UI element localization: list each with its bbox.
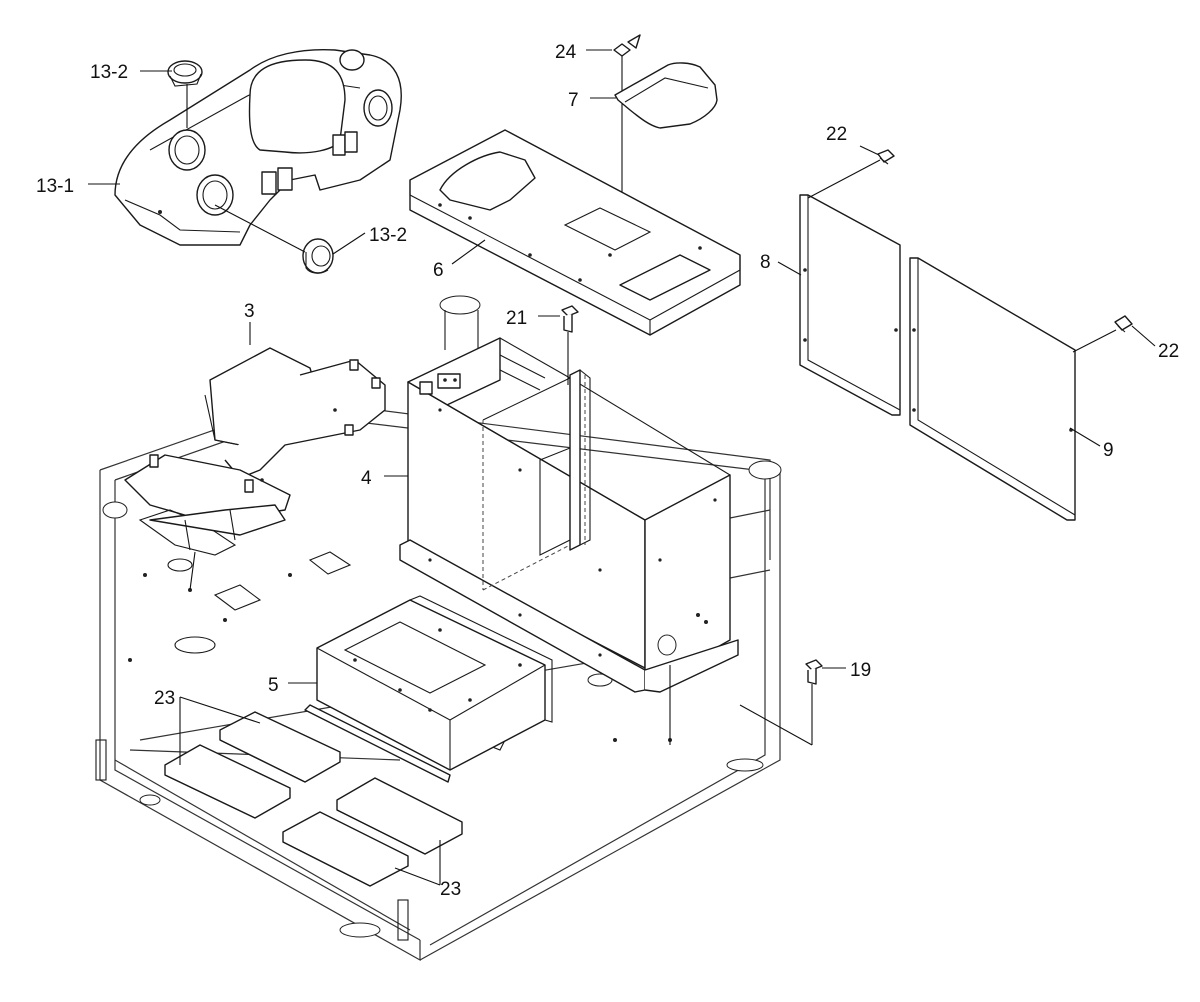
callout-7: 7	[568, 90, 579, 111]
callout-23-top: 23	[154, 688, 175, 709]
bolt-top	[877, 149, 895, 165]
callout-13-1: 13-1	[36, 176, 74, 197]
cover-plate	[614, 62, 718, 129]
callout-3: 3	[244, 301, 255, 322]
callout-23-bottom: 23	[440, 879, 461, 900]
callout-8: 8	[760, 252, 771, 273]
callout-22-top: 22	[826, 124, 847, 145]
callout-6: 6	[433, 260, 444, 281]
callout-24: 24	[555, 42, 577, 63]
top-panel	[409, 129, 741, 336]
callout-labels: 13-2 13-1 13-2 24 7 6 22 22 8 9 3 21 4 5…	[36, 42, 1179, 900]
bolt-right	[1114, 315, 1133, 333]
instrument-panel	[114, 48, 402, 246]
callout-4: 4	[361, 468, 372, 489]
callout-13-2-top: 13-2	[90, 62, 128, 83]
floor-bracket	[304, 595, 553, 783]
gauge-top	[167, 60, 203, 87]
callout-22-right: 22	[1158, 341, 1179, 362]
bolt-19	[739, 659, 823, 746]
callout-5: 5	[268, 675, 279, 696]
callout-19: 19	[850, 660, 871, 681]
side-panel-9	[909, 257, 1076, 521]
gauge-bottom	[302, 238, 334, 274]
callout-9: 9	[1103, 440, 1114, 461]
floor-pads	[164, 711, 463, 887]
callout-13-2-bottom: 13-2	[369, 225, 407, 246]
callout-21: 21	[506, 308, 527, 329]
side-panel-8	[799, 194, 901, 416]
console-box	[399, 337, 739, 745]
bolt-21	[561, 305, 579, 385]
base-frame	[95, 295, 782, 962]
pedal-bracket	[124, 347, 386, 591]
leader-lines	[88, 49, 1156, 886]
